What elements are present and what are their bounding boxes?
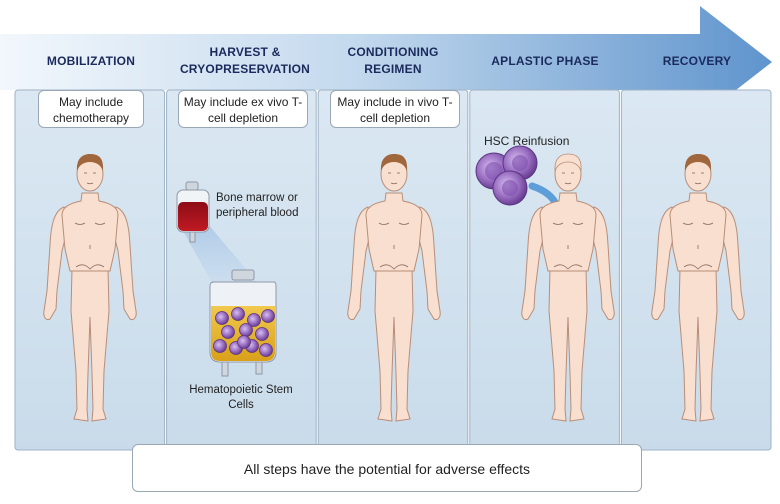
adverse-effects-banner: All steps have the potential for adverse… <box>132 444 642 492</box>
label-reinfusion: HSC Reinfusion <box>484 134 570 148</box>
label-stem-cells: Hematopoietic Stem Cells <box>189 384 293 411</box>
stage-title-recovery: RECOVERY <box>662 54 732 68</box>
stem-cell-icon <box>259 343 273 357</box>
stem-cell-bag-icon <box>209 269 277 377</box>
stem-cell-icon <box>221 325 235 339</box>
stage-title-aplastic: APLASTIC PHASE <box>491 54 599 68</box>
note-mobilization: May include chemotherapy <box>38 90 144 128</box>
stem-cell-icon <box>239 323 253 337</box>
note-conditioning: May include in vivo T-cell depletion <box>330 90 460 128</box>
stem-cell-icon <box>261 309 275 323</box>
note-harvest: May include ex vivo T-cell depletion <box>178 90 308 128</box>
stem-cell-icon <box>213 339 227 353</box>
stage-title-conditioning: CONDITIONING REGIMEN <box>347 45 439 76</box>
stem-cell-icon <box>255 327 269 341</box>
stem-cell-icon <box>215 311 229 325</box>
blood-bag-icon <box>176 181 210 243</box>
stage-title-harvest: HARVEST & CRYOPRESERVATION <box>179 45 311 76</box>
stem-cell-icon <box>231 307 245 321</box>
stem-cell-icon <box>237 335 251 349</box>
label-blood-bag: Bone marrow or peripheral blood <box>216 192 299 219</box>
stem-cell-icon <box>247 313 261 327</box>
stem-cell-cluster-icon <box>475 145 538 206</box>
stage-title-mobilization: MOBILIZATION <box>46 54 136 68</box>
